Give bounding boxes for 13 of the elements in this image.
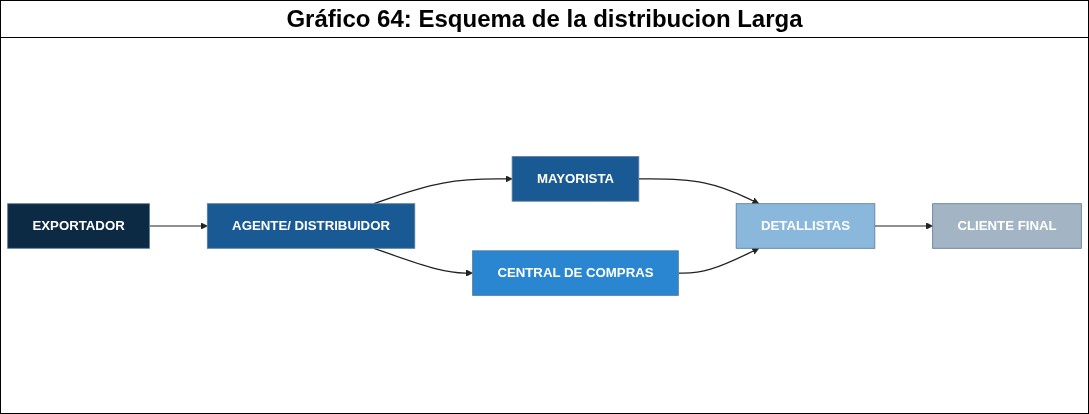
arrow [638,177,760,204]
node-box: EXPORTADOR [7,202,150,249]
node-box: MAYORISTA [511,155,640,202]
arrow [373,174,513,204]
arrow [373,247,473,277]
node-box: CLIENTE FINAL [932,202,1082,249]
arrow [874,221,933,230]
node-box: DETALLISTAS [735,202,876,249]
arrow [677,247,760,274]
arrow [148,221,208,230]
diagram-title: Gráfico 64: Esquema de la distribucion Larga [1,1,1088,38]
node-box: AGENTE/ DISTRIBUIDOR [206,202,416,249]
node-box: CENTRAL DE COMPRAS [472,249,679,296]
